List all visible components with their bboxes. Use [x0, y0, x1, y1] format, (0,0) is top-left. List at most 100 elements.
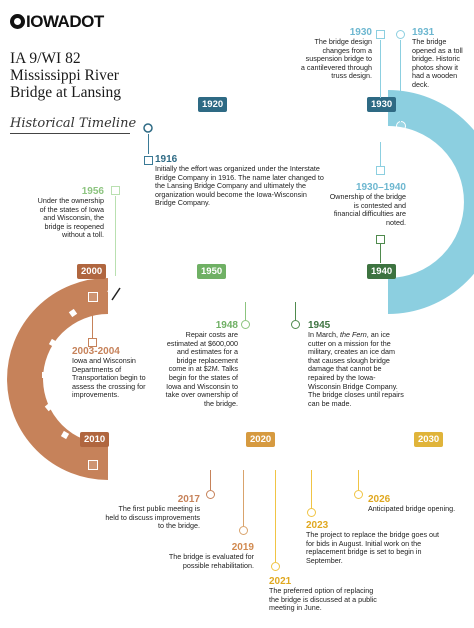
- marker-1931: [396, 121, 406, 131]
- connector-1916: [148, 134, 149, 154]
- event-2023-year: 2023: [306, 520, 329, 531]
- event-2021: 2021 The preferred option of replacing t…: [269, 576, 379, 613]
- event-1945-year: 1945: [308, 320, 331, 331]
- square-icon-2003: [88, 338, 97, 347]
- event-2023-text: The project to replace the bridge goes o…: [306, 530, 440, 565]
- event-1956-text: Under the ownership of the states of Iow…: [37, 196, 104, 240]
- event-2003-year: 2003-2004: [72, 346, 120, 357]
- connector-1940: [380, 243, 381, 263]
- event-2019: 2019 The bridge is evaluated for possibl…: [160, 542, 254, 570]
- marker-2026: [353, 460, 363, 470]
- event-2021-text: The preferred option of replacing the br…: [269, 586, 377, 613]
- connector-1930: [380, 40, 381, 98]
- circle-icon-1931: [396, 30, 405, 39]
- event-2026-year: 2026: [368, 494, 391, 505]
- circle-icon-2026: [354, 490, 363, 499]
- tag-2010: 2010: [80, 432, 110, 447]
- event-1945-text: In March, the Fern, an ice cutter on a m…: [308, 330, 404, 408]
- square-icon-1930: [376, 30, 385, 39]
- event-1930a: 1930 The bridge design changes from a su…: [300, 27, 372, 81]
- event-1930-1940: 1930–1940 Ownership of the bridge is con…: [328, 182, 406, 227]
- connector-2026: [358, 470, 359, 490]
- event-1948-year: 1948: [215, 320, 238, 331]
- event-2017-year: 2017: [177, 494, 200, 505]
- circle-icon-2017: [206, 490, 215, 499]
- marker-1920: [209, 124, 219, 134]
- road-dashes: [108, 125, 404, 468]
- tag-1950: 1950: [197, 264, 227, 279]
- event-2017-text: The first public meeting is held to disc…: [105, 504, 200, 531]
- connector-2023: [311, 470, 312, 510]
- connector-2021: [275, 470, 276, 562]
- tag-1940: 1940: [367, 264, 397, 279]
- marker-2030: [424, 460, 434, 470]
- square-icon-1916: [144, 156, 153, 165]
- event-1930-1940-text: Ownership of the bridge is contested and…: [329, 192, 406, 227]
- circle-icon-2019: [239, 526, 248, 535]
- event-1930a-year: 1930: [349, 27, 372, 38]
- event-1956: 1956 Under the ownership of the states o…: [30, 186, 104, 240]
- event-2003: 2003-2004 Iowa and Wisconsin Departments…: [72, 346, 150, 400]
- tag-2030: 2030: [414, 432, 444, 447]
- event-1931-year: 1931: [412, 27, 435, 38]
- event-2026: 2026 Anticipated bridge opening.: [368, 494, 468, 514]
- iowadot-logo: IOWADOT: [10, 12, 104, 32]
- square-icon-1940: [376, 235, 385, 244]
- event-1916: 1916 Initially the effort was organized …: [155, 154, 325, 208]
- square-icon-1956: [111, 186, 120, 195]
- subtitle-underline: [10, 133, 130, 134]
- tag-2000: 2000: [77, 264, 107, 279]
- connector-1948: [245, 302, 246, 320]
- event-1930a-text: The bridge design changes from a suspens…: [300, 37, 372, 81]
- road-curve-left: [7, 278, 109, 480]
- event-1916-text: Initially the effort was organized under…: [155, 164, 324, 208]
- circle-icon-1945: [291, 320, 300, 329]
- page-subtitle: Historical Timeline: [10, 116, 137, 131]
- road-curve-right: [387, 90, 474, 314]
- event-2019-year: 2019: [231, 542, 254, 553]
- connector-1956: [115, 196, 116, 276]
- marker-2017: [205, 460, 215, 470]
- event-1948: 1948 Repair costs are estimated at $600,…: [160, 320, 238, 408]
- page-title: IA 9/WI 82 Mississippi River Bridge at L…: [10, 50, 122, 101]
- connector-1931: [400, 40, 401, 122]
- marker-1945: [290, 292, 300, 302]
- event-1931-text: The bridge opened as a toll bridge. Hist…: [412, 37, 463, 89]
- marker-2000: [88, 292, 98, 302]
- event-1916-year: 1916: [155, 154, 178, 165]
- event-1956-year: 1956: [81, 186, 104, 197]
- square-icon-1930-1940: [376, 166, 385, 175]
- circle-icon-2023: [307, 508, 316, 517]
- tag-1920: 1920: [198, 97, 228, 112]
- circle-icon-2021: [271, 562, 280, 571]
- tag-1930: 1930: [367, 97, 397, 112]
- circle-icon-1948: [241, 320, 250, 329]
- connector-2019: [243, 470, 244, 526]
- event-2003-text: Iowa and Wisconsin Departments of Transp…: [72, 356, 146, 400]
- marker-1950: [207, 292, 217, 302]
- marker-2010: [88, 460, 98, 470]
- connector-1945: [295, 302, 296, 320]
- marker-2020: [256, 460, 266, 470]
- event-1931: 1931 The bridge opened as a toll bridge.…: [412, 27, 470, 90]
- marker-1948: [240, 292, 250, 302]
- tag-2020: 2020: [246, 432, 276, 447]
- event-1930-1940-year: 1930–1940: [355, 182, 406, 193]
- marker-1930: [376, 124, 386, 134]
- connector-2017: [210, 470, 211, 490]
- marker-2023: [306, 460, 316, 470]
- event-2026-text: Anticipated bridge opening.: [368, 504, 456, 513]
- marker-2019: [238, 460, 248, 470]
- event-2017: 2017 The first public meeting is held to…: [104, 494, 200, 531]
- event-2021-year: 2021: [269, 576, 292, 587]
- event-1945: 1945 In March, the Fern, an ice cutter o…: [308, 320, 408, 408]
- iowa-dot-icon: [10, 14, 25, 29]
- connector-2003: [92, 304, 93, 340]
- event-1948-text: Repair costs are estimated at $600,000 a…: [165, 330, 238, 408]
- marker-1940: [376, 292, 386, 302]
- timeline-start-dot: [143, 123, 153, 133]
- connector-1930-1940: [380, 142, 381, 166]
- event-2023: 2023 The project to replace the bridge g…: [306, 520, 446, 565]
- marker-2021: [270, 460, 280, 470]
- event-2019-text: The bridge is evaluated for possible reh…: [168, 552, 254, 570]
